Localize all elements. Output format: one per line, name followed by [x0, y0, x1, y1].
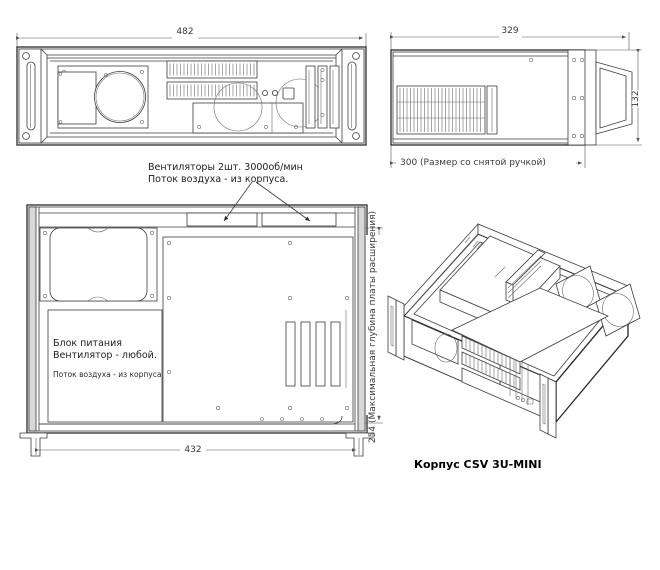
dimension-side-depth-no-handle-label: 300 (Размер со снятой ручкой)	[400, 158, 546, 168]
iso-card-guide	[505, 249, 546, 304]
psu-note-line-1: Блок питания	[53, 338, 122, 349]
dimension-card-depth-label: 254 (Максимальная глубина платы расширен…	[368, 211, 378, 443]
iso-rack-ear-left	[387, 295, 405, 361]
front-panel-view	[15, 30, 367, 146]
front-drive-bay-left	[57, 65, 149, 129]
iso-front-panel	[403, 315, 557, 423]
front-fan-block	[192, 78, 325, 134]
dimension-front-width	[15, 30, 367, 50]
drawing-caption: Корпус CSV 3U-MINI	[414, 458, 542, 471]
dimension-side-height	[585, 48, 644, 146]
side-view	[389, 29, 644, 168]
front-ventilation-grille-upper	[166, 60, 258, 79]
fan-note-line-1: Вентиляторы 2шт. 3000об/мин	[148, 162, 303, 173]
rack-ear-left	[18, 48, 48, 144]
iso-slot-brackets	[509, 356, 529, 405]
front-bezel-edge	[39, 415, 343, 425]
dimension-top-inner-width-label: 432	[184, 445, 201, 455]
dimension-top-inner-width	[34, 438, 360, 455]
expansion-slot-openings	[285, 310, 347, 388]
power-button[interactable]	[282, 87, 295, 100]
iso-front-vents	[461, 335, 521, 391]
isometric-view	[387, 222, 641, 439]
dimension-side-depth	[389, 29, 630, 50]
fan-note-line-2: Поток воздуха - из корпуса.	[148, 174, 288, 185]
psu-note-line-3: Поток воздуха - из корпуса	[53, 370, 161, 379]
dimension-side-depth-no-handle	[389, 145, 586, 168]
iso-rack-ear-right	[539, 373, 557, 439]
drive-cage	[39, 227, 158, 302]
dimension-side-height-label: 132	[631, 90, 641, 107]
psu-note-line-2: Вентилятор - любой.	[53, 350, 157, 361]
front-expansion-brackets	[305, 65, 340, 129]
front-indicator-leds	[261, 90, 278, 97]
rear-fan-cutouts	[186, 212, 337, 227]
front-ventilation-grille-lower	[166, 81, 258, 100]
side-ventilation-grid	[396, 85, 498, 135]
dimension-front-width-label: 482	[176, 27, 193, 37]
fan-note-leader-lines	[223, 181, 311, 222]
rear-handle	[595, 61, 633, 135]
top-plan-view	[19, 181, 392, 457]
psu-note-box	[47, 309, 163, 423]
dimension-side-depth-label: 329	[501, 26, 518, 36]
chassis-feet	[19, 432, 374, 457]
